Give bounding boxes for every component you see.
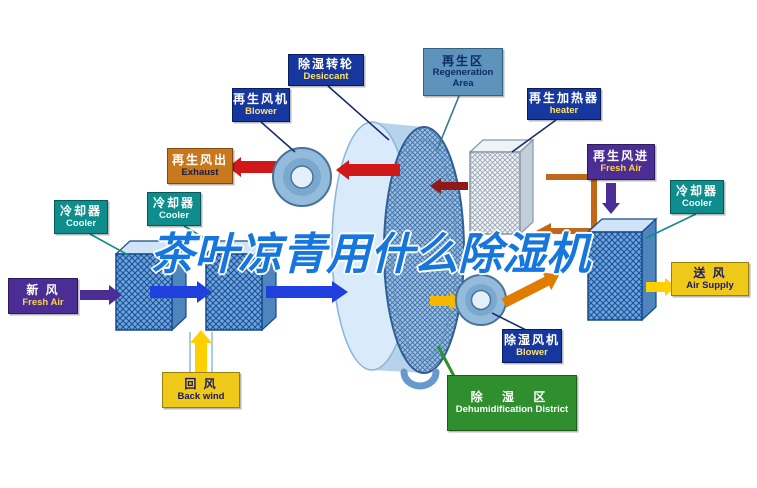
regen-fresh-in-arrow [602, 183, 620, 214]
callout-heater [511, 119, 557, 153]
label-fresh-air-left: 新 风 Fresh Air [8, 278, 78, 314]
supply-air-arrow-2 [646, 278, 676, 296]
process-air-arrow-2 [266, 281, 348, 303]
callout-cooler-left-2 [183, 225, 229, 253]
label-regen-blower-zh: 再生风机 [233, 91, 290, 106]
label-back-wind-zh: 回 风 [184, 376, 218, 391]
process-air-arrow-1 [150, 281, 212, 303]
callout-desiccant [327, 85, 390, 141]
heated-air-arrow [430, 178, 468, 194]
label-air-supply-en: Air Supply [686, 279, 734, 291]
label-regen-blower: 再生风机 Blower [232, 88, 290, 122]
label-back-wind-en: Back wind [177, 390, 225, 402]
regen-blower-fan [272, 147, 332, 207]
label-air-supply: 送 风 Air Supply [671, 262, 749, 296]
callout-dehumid-blower [491, 312, 529, 332]
label-regen-fresh-air-zh: 再生风进 [592, 148, 649, 163]
label-exhaust: 再生风出 Exhaust [167, 148, 233, 184]
cooler-box-left-2 [204, 239, 278, 332]
dehumid-blower-fan [455, 274, 507, 326]
label-back-wind: 回 风 Back wind [162, 372, 240, 408]
label-regen-blower-en: Blower [245, 105, 277, 117]
rotor-base-hook [400, 368, 440, 390]
callout-lines [89, 85, 697, 379]
label-regen-heater-zh: 再生加热器 [529, 90, 600, 105]
label-desiccant-wheel: 除湿转轮 Desiccant [288, 54, 364, 86]
label-cooler-left-outer-zh: 冷却器 [59, 203, 102, 218]
label-cooler-right: 冷却器 Cooler [670, 180, 724, 214]
label-regen-heater-en: heater [549, 104, 579, 116]
return-air-duct [189, 332, 213, 372]
label-regen-area-en: Regeneration Area [432, 67, 494, 89]
label-dehumid-area: 除 湿 区 Dehumidification District [447, 375, 577, 431]
callout-dehumid-area [436, 345, 457, 379]
back-wind-arrow [190, 330, 212, 374]
label-exhaust-en: Exhaust [181, 166, 219, 178]
watermark-title: 茶叶凉青用什么除湿机 [150, 230, 590, 279]
label-dehumid-blower-zh: 除湿风机 [504, 332, 561, 347]
label-exhaust-zh: 再生风出 [171, 152, 228, 167]
regen-duct-arrowhead [536, 223, 551, 239]
label-regen-area-zh: 再生区 [441, 53, 484, 68]
regen-intake-duct [536, 174, 597, 239]
label-desiccant-wheel-zh: 除湿转轮 [297, 56, 354, 71]
callout-cooler-left-1 [89, 233, 131, 257]
rotor-rim [391, 139, 457, 361]
callout-regen-area [436, 95, 460, 151]
label-regen-fresh-air-en: Fresh Air [600, 162, 642, 174]
label-desiccant-wheel-en: Desiccant [303, 70, 349, 82]
label-cooler-right-en: Cooler [681, 197, 713, 209]
label-air-supply-zh: 送 风 [693, 265, 727, 280]
regen-exhaust-arrow-1 [336, 160, 400, 180]
label-cooler-left-outer: 冷却器 Cooler [54, 200, 108, 234]
label-cooler-left-inner-en: Cooler [158, 209, 190, 221]
label-regen-heater: 再生加热器 heater [527, 88, 601, 120]
label-fresh-air-left-zh: 新 风 [26, 282, 60, 297]
fresh-air-in-arrow [80, 285, 122, 305]
cooler-box-right [586, 217, 658, 322]
label-dehumid-area-en: Dehumidification District [455, 403, 569, 415]
label-cooler-right-zh: 冷却器 [675, 183, 718, 198]
label-dehumid-blower-en: Blower [516, 346, 548, 358]
supply-air-arrow-1 [501, 272, 560, 308]
process-out-arrow [430, 292, 462, 310]
label-dehumid-blower: 除湿风机 Blower [502, 329, 562, 363]
label-fresh-air-left-en: Fresh Air [22, 296, 64, 308]
label-regen-area: 再生区 Regeneration Area [423, 48, 503, 96]
callout-cooler-right [645, 213, 697, 239]
label-regen-fresh-air: 再生风进 Fresh Air [587, 144, 655, 180]
label-cooler-left-inner-zh: 冷却器 [152, 195, 195, 210]
label-dehumid-area-zh: 除 湿 区 [470, 389, 554, 404]
callout-regen-blower [260, 121, 296, 153]
heater-box [468, 138, 535, 236]
label-cooler-left-outer-en: Cooler [65, 217, 97, 229]
label-cooler-left-inner: 冷却器 Cooler [147, 192, 201, 226]
